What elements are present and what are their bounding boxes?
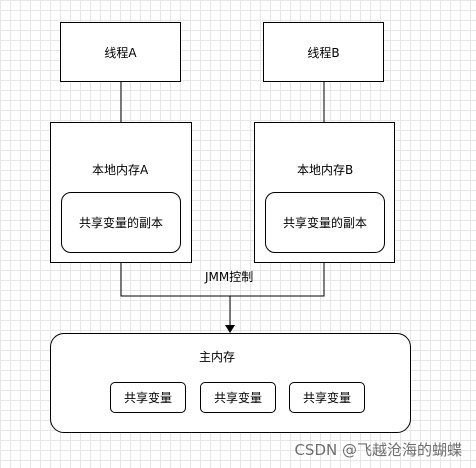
jmm-control-label: JMM控制 [205,270,254,284]
thread-b-label: 线程B [307,45,340,60]
shared-var-label-3: 共享变量 [302,391,351,405]
shared-var-copy-b-label: 共享变量的副本 [282,216,367,230]
shared-var-box-2: 共享变量 [200,382,276,413]
local-memory-a-label: 本地内存A [92,163,149,177]
main-memory-box: 主内存 共享变量 共享变量 共享变量 [50,333,411,433]
shared-var-box-1: 共享变量 [110,382,186,413]
shared-var-copy-b-box: 共享变量的副本 [265,192,385,253]
local-memory-b-box: 本地内存B 共享变量的副本 [254,122,395,263]
shared-var-copy-a-box: 共享变量的副本 [61,192,181,253]
arrow-head-down-icon [225,325,235,333]
shared-var-label-1: 共享变量 [123,391,172,405]
local-memory-a-box: 本地内存A 共享变量的副本 [50,122,192,263]
main-memory-label: 主内存 [199,350,236,364]
shared-var-label-2: 共享变量 [213,391,262,405]
shared-var-copy-a-label: 共享变量的副本 [78,216,163,230]
thread-a-label: 线程A [104,45,137,60]
thread-b-box: 线程B [263,22,384,82]
shared-var-box-3: 共享变量 [289,382,365,413]
connector-jmm-path [120,262,325,297]
csdn-watermark: CSDN @飞越沧海的蝴蝶 [294,441,462,459]
local-memory-b-label: 本地内存B [297,163,354,177]
thread-a-box: 线程A [60,22,181,82]
